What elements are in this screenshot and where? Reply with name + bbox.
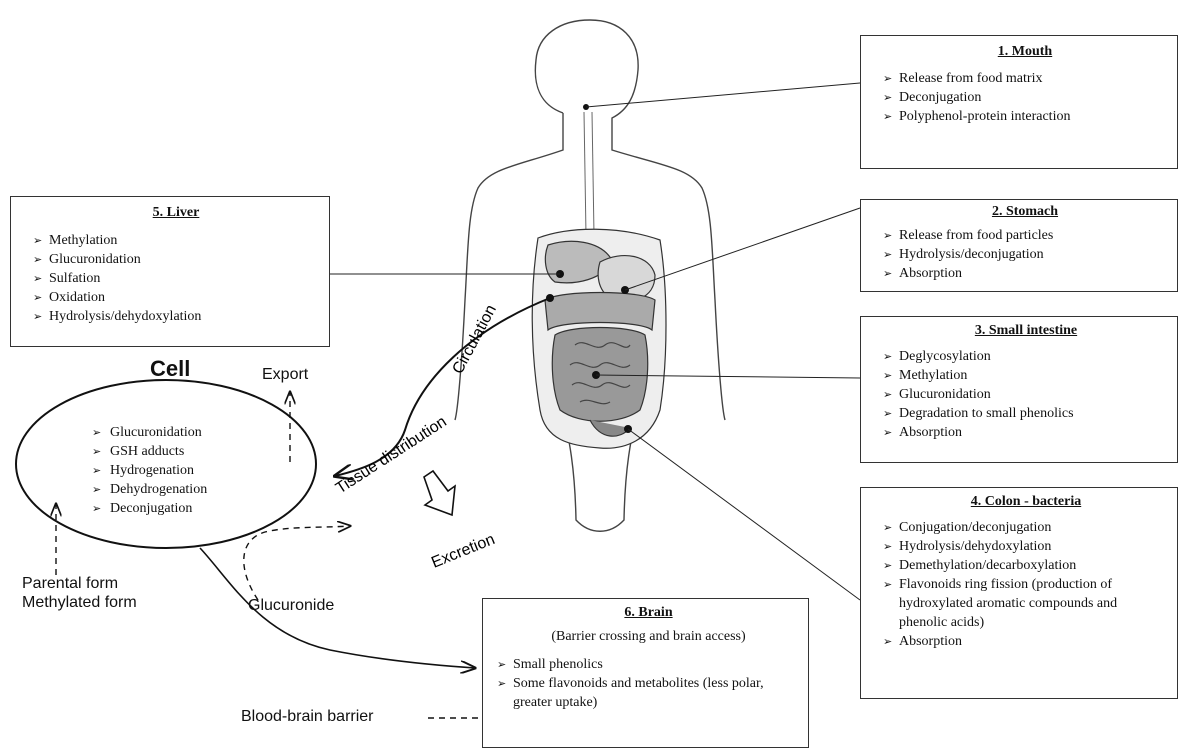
list-item: Hydrolysis/dehydoxylation — [883, 537, 1169, 556]
liver-list: Methylation Glucuronidation Sulfation Ox… — [33, 231, 319, 326]
list-item: Absorption — [883, 632, 1169, 651]
stomach-box: 2. Stomach Release from food particles H… — [860, 199, 1178, 292]
list-item: Absorption — [883, 264, 1167, 283]
list-item: Small phenolics — [497, 655, 800, 674]
list-item: Sulfation — [33, 269, 319, 288]
methylated-form-label: Methylated form — [22, 594, 137, 612]
colon-box: 4. Colon - bacteria Conjugation/deconjug… — [860, 487, 1178, 699]
list-item: Deconjugation — [883, 88, 1167, 107]
mouth-list: Release from food matrix Deconjugation P… — [883, 69, 1167, 126]
colon-list: Conjugation/deconjugation Hydrolysis/deh… — [883, 518, 1169, 651]
abdominal-organs — [532, 229, 666, 448]
brain-title: 6. Brain — [497, 605, 800, 621]
excretion-label: Excretion — [429, 531, 497, 572]
list-item: Some flavonoids and metabolites (less po… — [497, 674, 800, 712]
list-item: Hydrolysis/deconjugation — [883, 245, 1167, 264]
glucuronide-arrow — [244, 526, 350, 600]
excretion-arrow — [424, 471, 455, 515]
circulation-arrow — [335, 298, 550, 476]
brain-box: 6. Brain (Barrier crossing and brain acc… — [482, 598, 809, 748]
liver-box: 5. Liver Methylation Glucuronidation Sul… — [10, 196, 330, 347]
list-item: Glucuronidation — [883, 385, 1169, 404]
list-item: Dehydrogenation — [92, 480, 207, 499]
stomach-list: Release from food particles Hydrolysis/d… — [883, 226, 1167, 283]
list-item: Deglycosylation — [883, 347, 1169, 366]
esophagus — [584, 112, 594, 235]
list-item: Release from food particles — [883, 226, 1167, 245]
list-item: Glucuronidation — [33, 250, 319, 269]
cell-title: Cell — [150, 356, 190, 382]
circulation-label: Circulation — [450, 302, 500, 377]
list-item: Glucuronidation — [92, 423, 207, 442]
glucuronide-label: Glucuronide — [248, 597, 334, 615]
brain-list: Small phenolics Some flavonoids and meta… — [497, 655, 800, 712]
list-item: GSH adducts — [92, 442, 207, 461]
list-item: Absorption — [883, 423, 1169, 442]
list-item: Release from food matrix — [883, 69, 1167, 88]
cell-list: Glucuronidation GSH adducts Hydrogenatio… — [92, 423, 207, 518]
list-item: Conjugation/deconjugation — [883, 518, 1169, 537]
list-item: Hydrolysis/dehydoxylation — [33, 307, 319, 326]
list-item: Flavonoids ring fission (production of h… — [883, 575, 1169, 632]
list-item: Hydrogenation — [92, 461, 207, 480]
list-item: Polyphenol-protein interaction — [883, 107, 1167, 126]
small-intestine-list: Deglycosylation Methylation Glucuronidat… — [883, 347, 1169, 442]
small-intestine-title: 3. Small intestine — [883, 323, 1169, 339]
export-label: Export — [262, 366, 308, 384]
list-item: Methylation — [883, 366, 1169, 385]
small-intestine-box: 3. Small intestine Deglycosylation Methy… — [860, 316, 1178, 463]
list-item: Methylation — [33, 231, 319, 250]
parental-form-label: Parental form — [22, 575, 118, 593]
list-item: Deconjugation — [92, 499, 207, 518]
brain-note: (Barrier crossing and brain access) — [497, 629, 800, 645]
blood-brain-barrier-label: Blood-brain barrier — [241, 708, 374, 726]
stomach-title: 2. Stomach — [883, 204, 1167, 220]
list-item: Demethylation/decarboxylation — [883, 556, 1169, 575]
mouth-box: 1. Mouth Release from food matrix Deconj… — [860, 35, 1178, 169]
list-item: Degradation to small phenolics — [883, 404, 1169, 423]
list-item: Oxidation — [33, 288, 319, 307]
mouth-title: 1. Mouth — [883, 44, 1167, 60]
liver-title: 5. Liver — [33, 205, 319, 221]
colon-title: 4. Colon - bacteria — [883, 494, 1169, 510]
